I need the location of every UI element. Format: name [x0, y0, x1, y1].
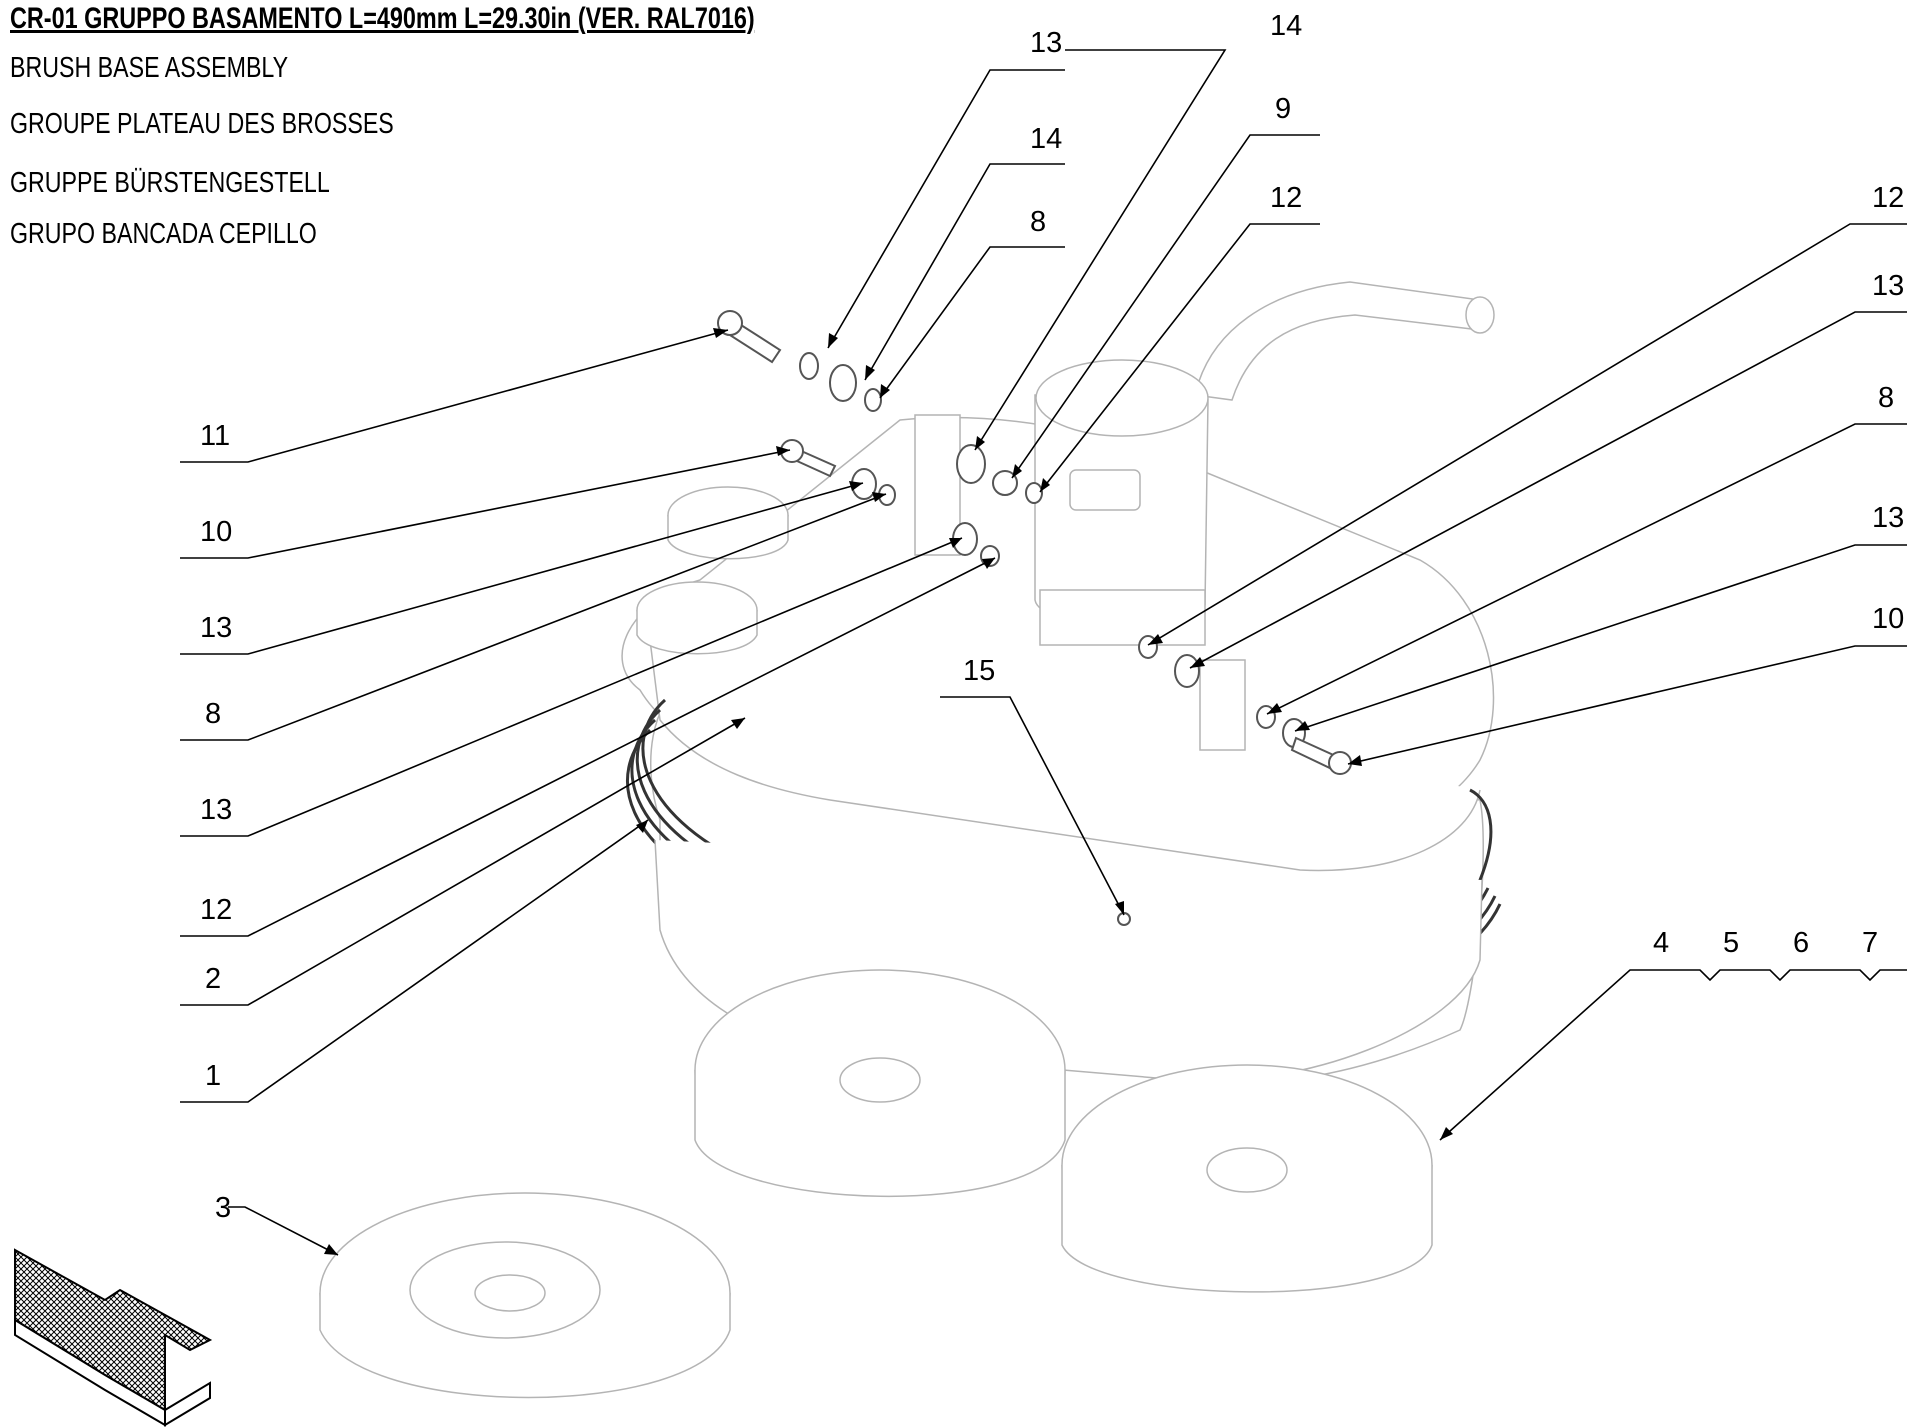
callout-14-top: 14 — [1270, 10, 1302, 42]
callout-15: 15 — [963, 655, 995, 687]
callout-13-left-a: 13 — [200, 612, 232, 644]
right-bracket — [1199, 659, 1246, 751]
brush-right — [1061, 1064, 1433, 1293]
callout-4: 4 — [1653, 927, 1669, 959]
callout-8-left: 8 — [205, 698, 221, 730]
brush-left — [694, 969, 1066, 1197]
left-bracket — [914, 414, 961, 556]
callout-1: 1 — [205, 1060, 221, 1092]
callout-12-left: 12 — [200, 894, 232, 926]
leader-lines — [180, 49, 1907, 1256]
callout-labels: 13 14 14 8 9 12 12 13 8 13 10 11 10 13 8… — [200, 10, 1904, 1224]
diagram-title: CR-01 GRUPPO BASAMENTO L=490mm L=29.30in… — [10, 2, 755, 35]
callout-8-right: 8 — [1878, 382, 1894, 414]
subtitle-spanish: GRUPO BANCADA CEPILLO — [10, 218, 317, 250]
callout-14-second: 14 — [1030, 123, 1062, 155]
callout-12-right: 12 — [1872, 182, 1904, 214]
callout-12-top: 12 — [1270, 182, 1302, 214]
callout-5: 5 — [1723, 927, 1739, 959]
subtitle-french: GROUPE PLATEAU DES BROSSES — [10, 108, 394, 140]
callout-9: 9 — [1275, 93, 1291, 125]
callout-2: 2 — [205, 963, 221, 995]
callout-13-left-b: 13 — [200, 794, 232, 826]
callout-11-left: 11 — [200, 420, 230, 452]
subtitle-english: BRUSH BASE ASSEMBLY — [10, 52, 289, 84]
machine-illustration — [319, 281, 1502, 1399]
hardware-parts — [717, 310, 1352, 926]
motor — [1034, 359, 1209, 646]
pad-holder — [319, 1192, 731, 1399]
callout-13-right-a: 13 — [1872, 270, 1904, 302]
callout-13-right-b: 13 — [1872, 502, 1904, 534]
callout-10-right: 10 — [1872, 603, 1904, 635]
callout-6: 6 — [1793, 927, 1809, 959]
subtitle-german: GRUPPE BÜRSTENGESTELL — [10, 167, 330, 199]
hatched-arrow-icon — [14, 1248, 213, 1427]
callout-7: 7 — [1862, 927, 1878, 959]
leader-arrowheads — [324, 328, 1453, 1255]
callout-8-top: 8 — [1030, 206, 1046, 238]
callout-10-left: 10 — [200, 516, 232, 548]
callout-13-top: 13 — [1030, 27, 1062, 59]
callout-3: 3 — [215, 1192, 231, 1224]
